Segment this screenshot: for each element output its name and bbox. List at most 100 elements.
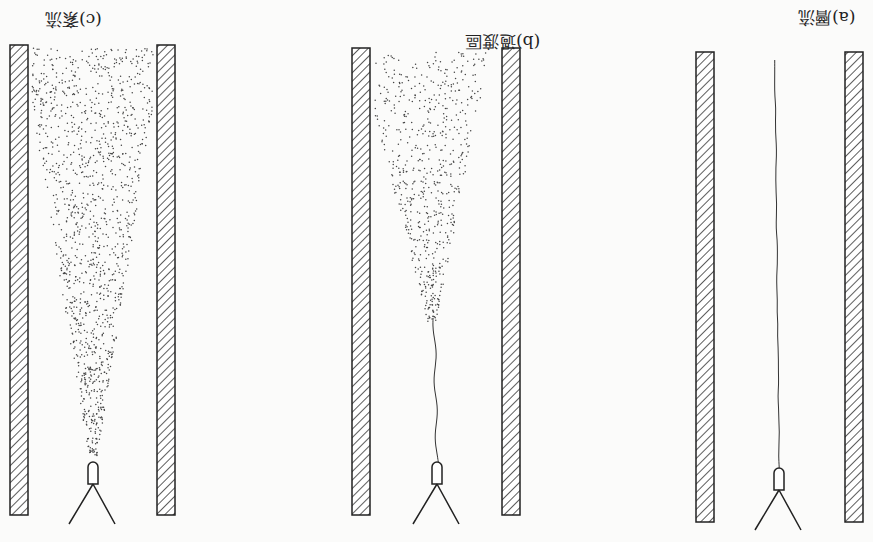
dye-particle	[123, 246, 125, 248]
dye-particle	[61, 270, 63, 272]
dye-particle	[133, 212, 135, 214]
dye-particle	[94, 310, 96, 312]
dye-particle	[43, 64, 45, 66]
dye-particle	[70, 212, 72, 214]
dye-particle	[80, 322, 82, 324]
dye-particle	[95, 306, 97, 308]
dye-particle	[475, 81, 477, 83]
dye-particle	[405, 188, 407, 190]
dye-particle	[38, 49, 40, 51]
dye-particle	[112, 90, 114, 92]
dye-particle	[91, 422, 93, 424]
dye-particle	[421, 294, 423, 296]
dye-particle	[139, 152, 141, 154]
dye-particle	[124, 184, 126, 186]
dye-particle	[75, 85, 77, 87]
dye-particle	[435, 275, 437, 277]
dye-particle	[109, 352, 111, 354]
dye-particle	[90, 123, 92, 125]
dye-particle	[92, 246, 94, 248]
dye-particle	[134, 197, 136, 199]
dye-particle	[73, 348, 75, 350]
dye-particle	[127, 81, 128, 83]
dye-particle	[72, 80, 74, 82]
dye-particle	[73, 341, 75, 343]
dye-particle	[41, 117, 43, 119]
dye-particle	[138, 180, 140, 182]
dye-particle	[71, 311, 73, 313]
dye-particle	[433, 94, 435, 96]
dye-particle	[398, 60, 400, 62]
dye-particle	[80, 388, 82, 390]
dye-particle	[99, 381, 101, 383]
dye-particle	[81, 354, 83, 356]
dye-particle	[80, 381, 82, 383]
dye-particle	[101, 409, 103, 411]
dye-particle	[85, 301, 87, 303]
dye-particle	[78, 362, 80, 364]
dye-particle	[383, 133, 385, 135]
dye-particle	[134, 133, 136, 135]
dye-particle	[460, 155, 462, 157]
dye-particle	[400, 199, 402, 201]
dye-particle	[68, 258, 70, 260]
dye-particle	[113, 152, 115, 154]
dye-particle	[407, 218, 409, 220]
dye-particle	[95, 112, 97, 114]
dye-particle	[77, 67, 79, 69]
dye-particle	[114, 202, 116, 204]
dye-particle	[107, 143, 109, 145]
dye-particle	[112, 96, 114, 98]
dye-particle	[51, 109, 53, 111]
dye-particle	[74, 232, 76, 234]
dye-particle	[428, 307, 430, 309]
dye-particle	[429, 102, 431, 104]
dye-particle	[66, 285, 68, 287]
dye-particle	[405, 116, 407, 118]
dye-particle	[122, 57, 124, 59]
dye-particle	[427, 110, 429, 112]
dye-particle	[434, 295, 436, 297]
dye-particle	[100, 56, 102, 58]
dye-particle	[105, 221, 107, 223]
dye-particle	[112, 146, 114, 148]
dye-particle	[94, 381, 96, 383]
dye-particle	[411, 250, 413, 252]
dye-particle	[61, 110, 63, 112]
dye-particle	[81, 51, 83, 53]
dye-particle	[446, 193, 448, 195]
dye-particle	[74, 301, 76, 303]
dye-particle	[81, 344, 83, 346]
dye-particle	[86, 61, 88, 63]
dye-particle	[112, 148, 114, 150]
dye-particle	[383, 57, 385, 59]
dye-particle	[111, 153, 113, 155]
dye-particle	[127, 126, 129, 128]
dye-particle	[109, 355, 111, 357]
dye-particle	[81, 395, 83, 397]
dye-particle	[62, 164, 64, 166]
dye-particle	[416, 67, 418, 69]
dye-particle	[43, 104, 45, 106]
dye-particle	[437, 224, 439, 226]
dye-particle	[56, 180, 58, 182]
dye-particle	[104, 319, 106, 321]
dye-particle	[90, 142, 92, 144]
dye-particle	[431, 136, 433, 138]
dye-particle	[84, 384, 86, 386]
dye-particle	[65, 58, 67, 60]
dye-particle	[84, 166, 86, 168]
dye-particle	[95, 148, 97, 150]
dye-particle	[420, 267, 422, 269]
dye-particle	[102, 265, 104, 267]
dye-particle	[425, 100, 427, 102]
dye-particle	[123, 164, 125, 166]
dye-particle	[410, 205, 412, 207]
dye-particle	[102, 419, 104, 421]
dye-particle	[436, 313, 438, 315]
dye-particle	[88, 345, 90, 347]
dye-particle	[137, 62, 139, 64]
dye-particle	[398, 203, 400, 205]
dye-particle	[88, 56, 90, 58]
